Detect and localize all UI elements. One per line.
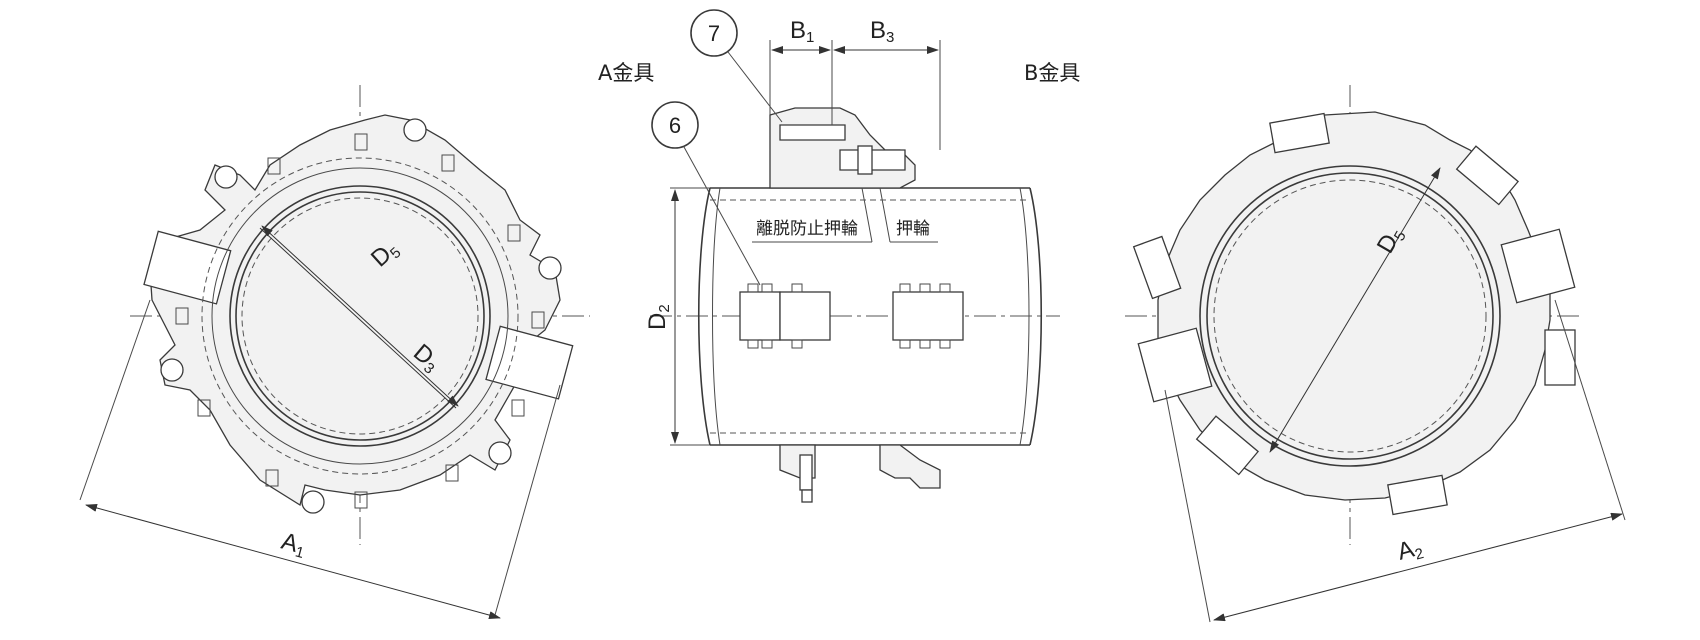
left-bolt-block-a xyxy=(143,230,232,305)
label-a2: A2 xyxy=(1395,533,1426,567)
lug-hole xyxy=(488,441,512,465)
balloon-7-text: 7 xyxy=(708,21,720,46)
label-gland: 押輪 xyxy=(896,219,930,239)
left-pipe-inner xyxy=(235,191,485,441)
label-a1: A1 xyxy=(278,528,309,562)
right-bolt-block-a xyxy=(1500,228,1576,304)
label-b3: B3 xyxy=(870,17,894,46)
top-retaining-gland xyxy=(769,107,916,189)
label-b1: B1 xyxy=(790,17,814,46)
lug-hole xyxy=(538,256,562,280)
lug-hole xyxy=(301,490,325,514)
balloon-6 xyxy=(651,101,699,149)
lug-hole xyxy=(160,358,184,382)
lug-hole xyxy=(403,118,427,142)
label-a-fitting: A金具 xyxy=(598,61,654,85)
left-pipe-outer xyxy=(229,185,491,447)
side-bolt-group-right xyxy=(892,283,964,349)
left-end-view: D5 D3 A1 xyxy=(79,85,590,619)
balloon-6-text: 6 xyxy=(669,113,681,138)
left-bolt-block-b xyxy=(485,325,574,400)
label-d2: D2 xyxy=(644,304,673,330)
right-pipe-outer xyxy=(1199,165,1501,467)
middle-side-view: D2 xyxy=(598,9,1080,503)
balloon-7 xyxy=(690,9,738,57)
label-retaining-gland: 離脱防止押輪 xyxy=(756,219,858,239)
lug-hole xyxy=(214,165,238,189)
left-pipe-hidden xyxy=(241,197,479,435)
label-b-fitting: B金具 xyxy=(1024,61,1080,85)
right-end-view: D5 A2 xyxy=(1125,85,1626,623)
right-bolt-block-b xyxy=(1137,327,1213,403)
side-bolt-group-left xyxy=(739,283,831,349)
